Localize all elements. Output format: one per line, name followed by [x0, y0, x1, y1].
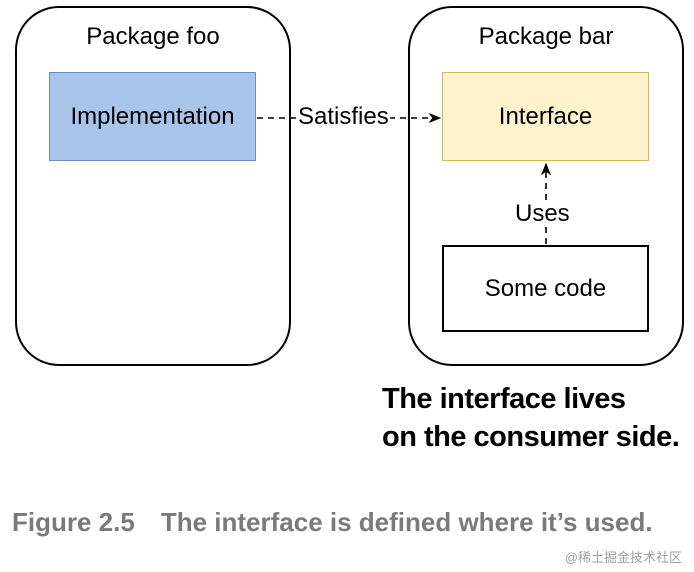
figure-caption: Figure 2.5 The interface is defined where…: [12, 503, 682, 541]
callout-line-2: on the consumer side.: [382, 421, 680, 453]
implementation-node: Implementation: [49, 72, 256, 161]
package-bar-title: Package bar: [478, 23, 614, 50]
uses-label: Uses: [514, 200, 571, 227]
callout-line-1: The interface lives: [382, 383, 626, 415]
figure-caption-text: The interface is defined where it’s used…: [160, 507, 653, 537]
figure-number: Figure 2.5: [12, 507, 135, 537]
some-code-node: Some code: [442, 245, 649, 332]
package-foo: Package foo: [15, 6, 291, 366]
satisfies-label: Satisfies: [297, 103, 390, 130]
some-code-label: Some code: [484, 274, 607, 302]
callout-text: The interface lives on the consumer side…: [382, 380, 680, 456]
implementation-label: Implementation: [70, 102, 235, 130]
interface-label: Interface: [498, 102, 593, 130]
package-foo-title: Package foo: [86, 23, 220, 50]
watermark: @稀土掘金技术社区: [564, 550, 682, 565]
interface-node: Interface: [442, 72, 649, 161]
